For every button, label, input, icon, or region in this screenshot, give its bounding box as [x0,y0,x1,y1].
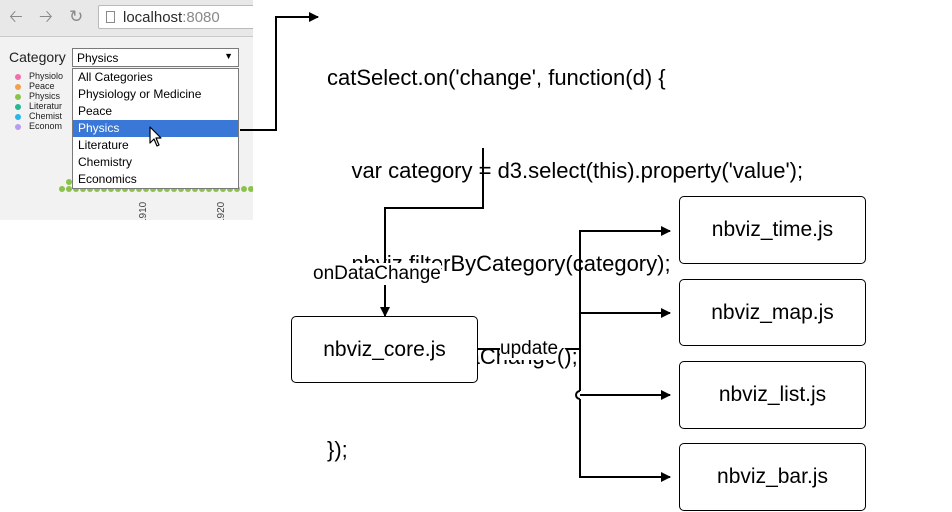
timeline-dot [59,186,65,192]
dropdown-option[interactable]: All Categories [78,70,153,84]
update-bus-upper [579,226,671,391]
legend-dot [15,94,21,100]
timeline-dot [248,186,253,192]
mouse-pointer-icon [149,126,162,147]
dropdown-option[interactable]: Physiology or Medicine [78,87,202,101]
arrow-code-to-core [380,148,484,317]
dropdown-option[interactable]: Peace [78,104,113,118]
timeline-dot [66,186,72,192]
legend-label: Literatur [29,101,63,111]
legend-dot [15,104,21,110]
back-arrow-icon[interactable]: 🡠 [9,7,23,26]
dropdown-option[interactable]: Chemistry [78,155,133,169]
legend-label: Chemist [29,111,63,121]
timeline-dot [241,186,247,192]
module-box-bar: nbviz_bar.js [679,443,866,511]
reload-icon[interactable]: ↻ [69,7,84,26]
dropdown-caret-icon: ▼ [224,51,233,61]
code-line: catSelect.on('change', function(d) { [327,65,666,90]
code-line: var category = d3.select(this).property(… [327,158,804,183]
address-bar[interactable]: localhost:8080 [98,5,253,29]
module-box-list: nbviz_list.js [679,361,866,429]
browser-screenshot: 🡠 🡢 ↻ localhost:8080 Category Physics ▼ … [0,0,253,220]
update-bus-lower [579,399,671,482]
core-module-box: nbviz_core.js [291,316,478,383]
legend-dot [15,84,21,90]
legend-label: Peace [29,81,55,91]
forward-arrow-icon[interactable]: 🡢 [39,7,53,26]
legend-dot [15,74,21,80]
category-select-value: Physics [77,51,119,65]
module-box-time: nbviz_time.js [679,196,866,264]
dropdown-option[interactable]: Literature [78,138,129,152]
legend-dot [15,124,21,130]
bus-crossover-hop [575,390,581,400]
dropdown-option[interactable]: Economics [78,172,137,186]
legend-label: Econom [29,121,63,131]
category-dropdown-list: All Categories Physiology or Medicine Pe… [72,68,239,189]
legend-label: Physiolo [29,71,64,81]
edge-label-update: update [500,338,559,360]
dropdown-option-selected[interactable]: Physics [73,120,238,137]
module-box-map: nbviz_map.js [679,279,866,346]
category-label: Category [9,49,66,65]
page-icon [106,11,115,23]
legend-label: Physics [29,91,61,101]
legend-dot [15,114,21,120]
code-line: }); [327,437,348,462]
arrow-dropdown-to-code [240,12,319,131]
category-select[interactable]: Physics ▼ [72,48,239,67]
browser-toolbar: 🡠 🡢 ↻ localhost:8080 [0,0,253,37]
url-port: :8080 [182,9,220,26]
edge-label-ondatachange: onDataChange [313,263,441,285]
url-host: localhost [123,9,183,26]
timeline-dot [66,179,72,185]
